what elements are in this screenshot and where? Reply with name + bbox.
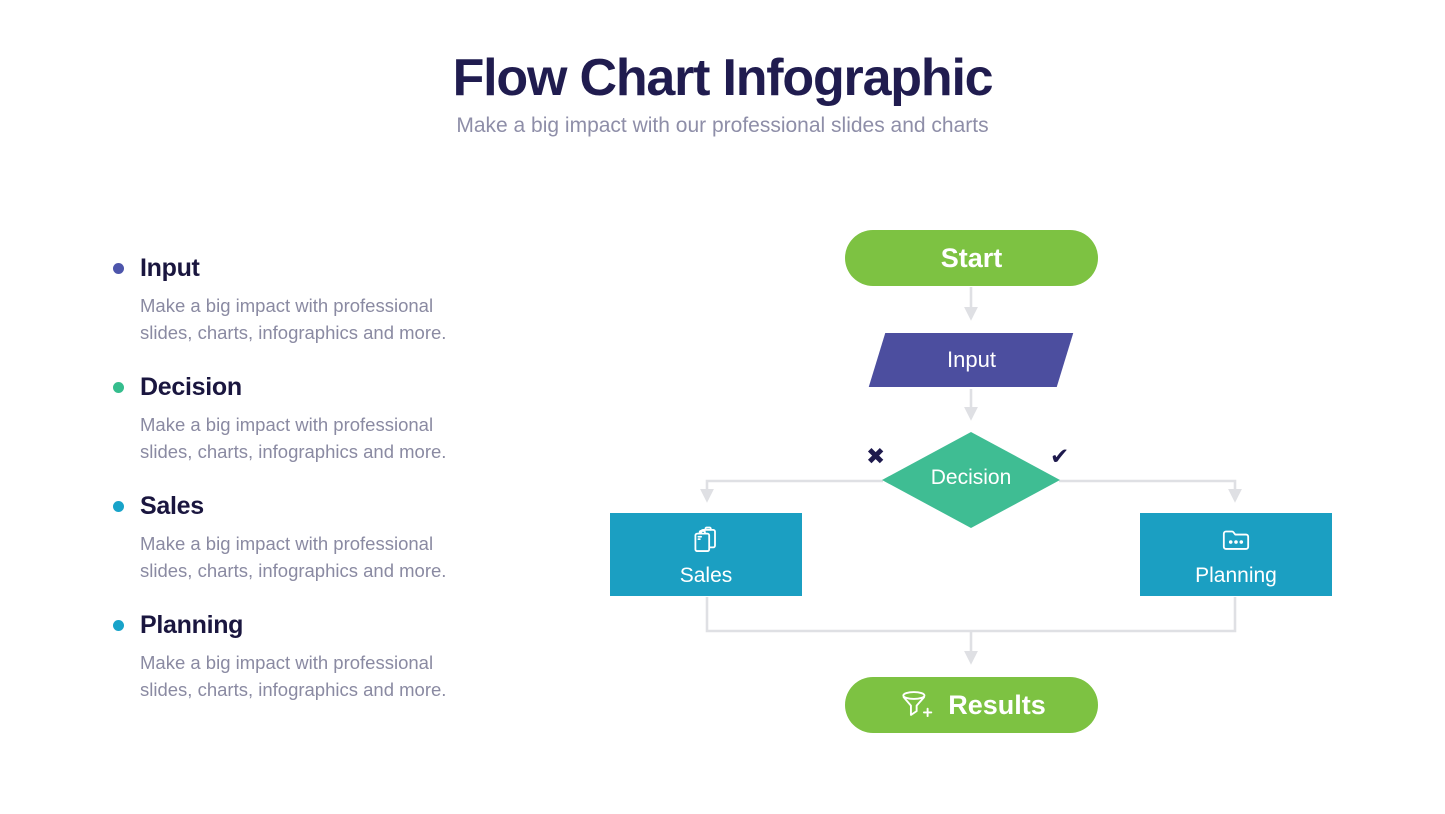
feature-description: Make a big impact with professional slid… bbox=[140, 533, 447, 581]
feature-title: Sales bbox=[140, 492, 204, 520]
feature-title: Input bbox=[140, 254, 200, 282]
feature-item-decision: Decision Make a big impact with professi… bbox=[113, 373, 493, 465]
results-label: Results bbox=[948, 689, 1046, 720]
feature-description: Make a big impact with professional slid… bbox=[140, 652, 447, 700]
decision-diamond-shape bbox=[882, 432, 1060, 528]
funnel-plus-icon bbox=[902, 691, 933, 718]
start-label: Start bbox=[940, 242, 1003, 273]
flow-node-results: Results bbox=[845, 677, 1098, 733]
feature-title: Decision bbox=[140, 373, 242, 401]
arrow-decision-to-planning bbox=[1059, 479, 1243, 503]
feature-description: Make a big impact with professional slid… bbox=[140, 295, 447, 343]
page-subtitle: Make a big impact with our professional … bbox=[456, 114, 989, 137]
flow-node-input: Input bbox=[868, 333, 1074, 387]
check-mark-icon: ✔ bbox=[1050, 443, 1070, 469]
decision-label: Decision bbox=[930, 466, 1012, 489]
flow-node-planning: Planning bbox=[1140, 513, 1332, 596]
input-label: Input bbox=[946, 347, 996, 372]
arrow-decision-to-sales bbox=[699, 479, 883, 503]
feature-item-planning: Planning Make a big impact with professi… bbox=[113, 611, 493, 703]
sales-label: Sales bbox=[679, 564, 733, 587]
feature-title: Planning bbox=[140, 611, 244, 639]
flow-node-sales: Sales bbox=[610, 513, 802, 596]
page-title: Flow Chart Infographic bbox=[452, 49, 994, 107]
luggage-icon bbox=[694, 526, 716, 552]
bullet-icon bbox=[113, 620, 124, 631]
folder-icon bbox=[1222, 530, 1250, 550]
x-mark-icon: ✖ bbox=[866, 443, 886, 469]
planning-label: Planning bbox=[1195, 564, 1277, 587]
bullet-icon bbox=[113, 382, 124, 393]
bullet-icon bbox=[113, 501, 124, 512]
feature-description: Make a big impact with professional slid… bbox=[140, 414, 447, 462]
line-merge bbox=[705, 597, 1237, 633]
feature-item-sales: Sales Make a big impact with professiona… bbox=[113, 492, 493, 584]
feature-item-input: Input Make a big impact with professiona… bbox=[113, 254, 493, 346]
flow-node-start: Start bbox=[845, 230, 1098, 286]
bullet-icon bbox=[113, 263, 124, 274]
